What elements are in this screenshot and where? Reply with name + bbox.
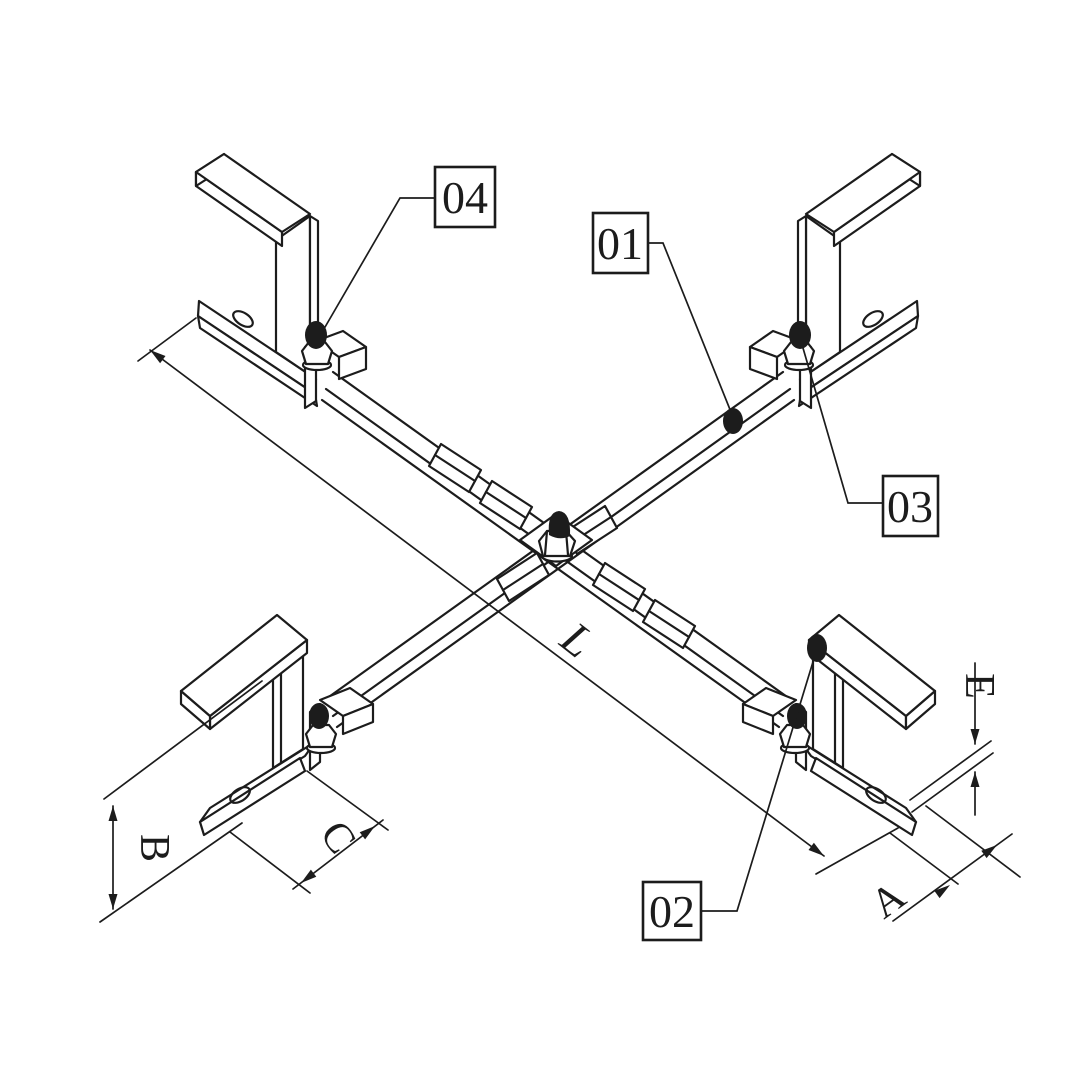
leader-dot-02 bbox=[807, 634, 827, 662]
callout-02: 02 bbox=[641, 880, 703, 942]
center-bolt bbox=[518, 511, 594, 568]
arm-top bbox=[179, 613, 309, 718]
callout-label-03: 03 bbox=[887, 481, 933, 532]
bolt-cap bbox=[309, 703, 329, 729]
callout-box-04 bbox=[433, 165, 497, 229]
bracket-top-left bbox=[194, 152, 368, 410]
leader-03 bbox=[802, 347, 884, 504]
plate-hole bbox=[229, 786, 251, 804]
dim-label-E: E bbox=[956, 673, 1002, 699]
leader-dot-01 bbox=[723, 408, 743, 434]
callout-box-02 bbox=[641, 880, 703, 942]
arm-top bbox=[194, 152, 312, 234]
callout-label-02: 02 bbox=[649, 886, 695, 937]
callout-04: 04 bbox=[433, 165, 497, 229]
callout-label-01: 01 bbox=[597, 218, 643, 269]
clamp-flange-front bbox=[341, 702, 375, 736]
bracket-top-right bbox=[748, 152, 922, 410]
bracket-bottom-right bbox=[741, 613, 937, 837]
leader-01 bbox=[647, 242, 734, 418]
dim-label-L: L bbox=[551, 611, 603, 668]
callout-leaders bbox=[320, 197, 884, 912]
dim-label-B: B bbox=[131, 834, 177, 862]
leader-02 bbox=[700, 651, 817, 912]
callout-label-04: 04 bbox=[442, 172, 488, 223]
base-plate-side bbox=[196, 314, 319, 408]
callout-box-03 bbox=[881, 474, 940, 538]
callout-box-01 bbox=[591, 211, 650, 275]
bolt-cap bbox=[305, 321, 327, 349]
dimension-E: E bbox=[909, 662, 1002, 816]
plate-hole bbox=[232, 310, 254, 328]
base-plate-side bbox=[198, 756, 307, 837]
dimension-A: A bbox=[863, 805, 1021, 928]
leader-04 bbox=[320, 197, 436, 335]
dim-label-A: A bbox=[863, 873, 915, 928]
callout-01: 01 bbox=[591, 211, 650, 275]
bracket-bottom-left bbox=[179, 613, 375, 837]
clamp-flange-front bbox=[337, 345, 368, 381]
dimension-B: B bbox=[99, 680, 263, 923]
callout-03: 03 bbox=[881, 474, 940, 538]
